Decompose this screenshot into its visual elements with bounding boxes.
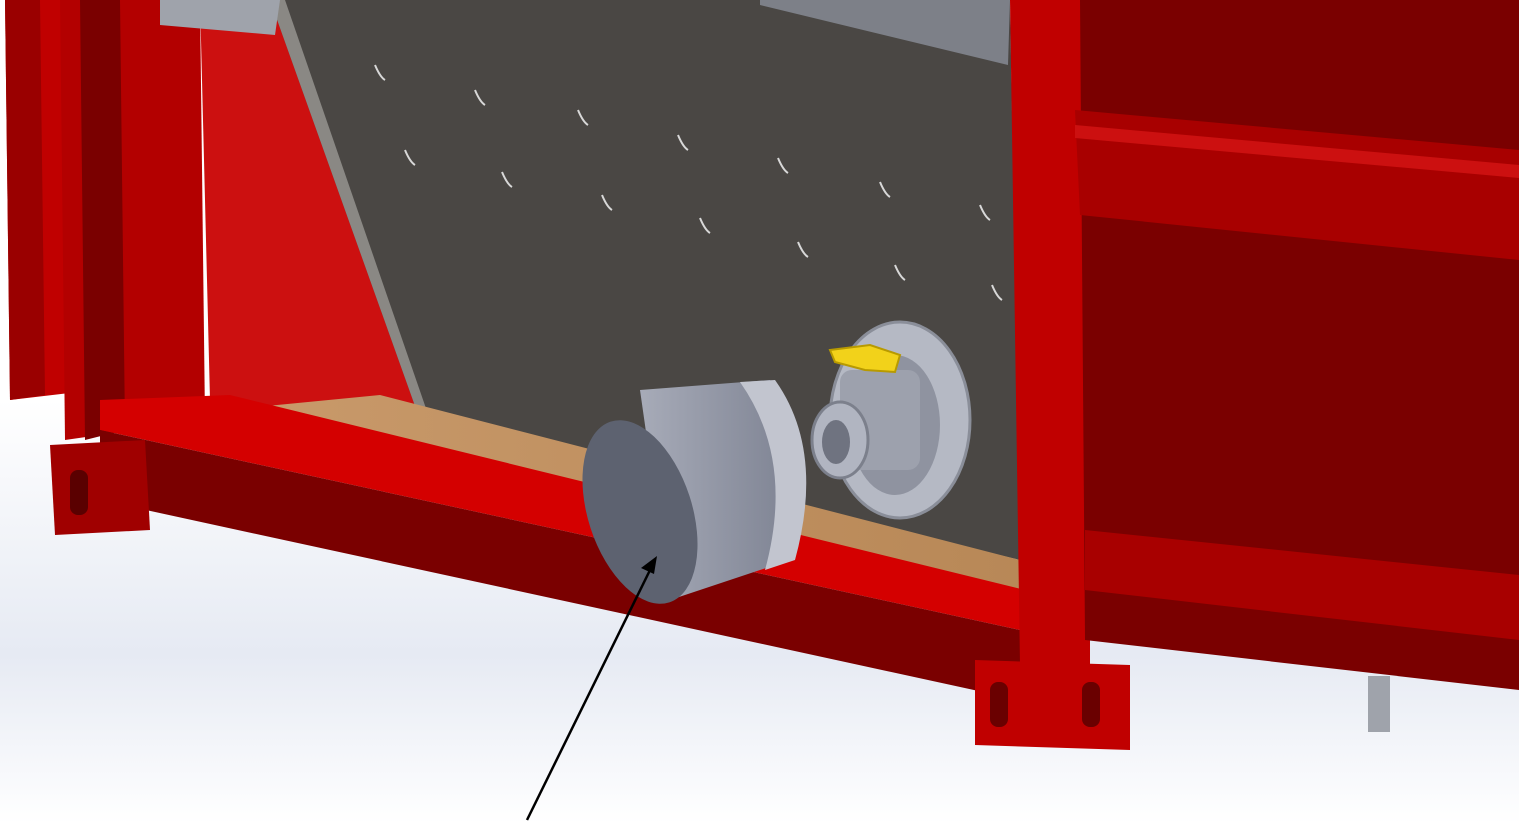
left-corner-post-dark	[80, 0, 125, 440]
wall-dimples	[374, 64, 1003, 301]
top-vent	[760, 0, 1010, 65]
left-corner-casting	[50, 440, 150, 535]
top-bracket	[160, 0, 280, 35]
left-side-wall	[200, 0, 420, 420]
right-door-highlight	[1075, 125, 1519, 178]
pointer-arrow-head	[641, 556, 657, 574]
right-corner-post	[1010, 0, 1090, 665]
valve-handle-icon	[828, 343, 902, 374]
cap-face	[582, 420, 698, 604]
drain-cap	[582, 380, 807, 604]
valve-nozzle-bore	[822, 420, 850, 464]
right-casting-hole-1	[990, 682, 1008, 727]
right-door-rib-2	[1085, 530, 1519, 640]
pointer-arrow-line	[525, 565, 654, 821]
left-casting-hole	[70, 470, 88, 515]
left-door-shade	[5, 0, 45, 400]
bottom-sill-top	[100, 395, 1025, 630]
bottom-sill-front	[100, 430, 1020, 700]
right-casting-hole-2	[1082, 682, 1100, 727]
cap-rim	[740, 380, 807, 570]
valve-assembly	[810, 320, 972, 520]
door-pin	[1368, 676, 1390, 732]
interior-wall-edge	[270, 0, 430, 420]
